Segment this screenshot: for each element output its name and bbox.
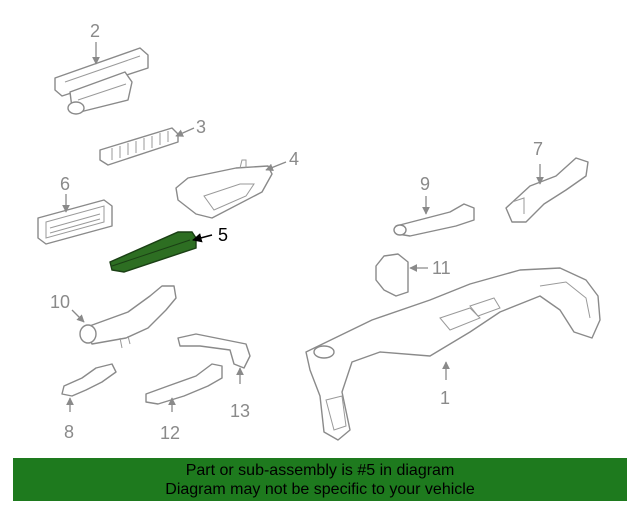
leader-3 xyxy=(175,127,195,137)
part-2-defrost-duct xyxy=(54,47,149,115)
leader-5 xyxy=(192,233,213,243)
part-10-bent-duct xyxy=(79,285,177,349)
part-1-main-duct xyxy=(305,267,601,441)
callout-9: 9 xyxy=(420,174,430,194)
callout-7: 7 xyxy=(533,139,543,159)
callout-1: 1 xyxy=(440,388,450,408)
banner-line-1: Part or sub-assembly is #5 in diagram xyxy=(185,462,455,479)
callout-2: 2 xyxy=(90,21,100,41)
callout-8: 8 xyxy=(64,422,74,442)
callout-11: 11 xyxy=(432,258,451,278)
banner-line-2: Diagram may not be specific to your vehi… xyxy=(165,481,475,498)
part-9-outlet-tube xyxy=(393,203,475,237)
callout-13: 13 xyxy=(230,401,250,421)
callout-3: 3 xyxy=(196,117,206,137)
leader-10 xyxy=(71,309,85,323)
part-4-side-outlet xyxy=(175,159,273,219)
part-12-floor-duct xyxy=(145,363,223,405)
part-8-floor-duct xyxy=(61,363,117,397)
callout-6: 6 xyxy=(60,174,70,194)
part-3-vent-grille xyxy=(99,127,179,166)
leader-4 xyxy=(265,161,287,172)
part-11-elbow xyxy=(375,253,409,297)
callout-5: 5 xyxy=(218,225,228,245)
callout-10: 10 xyxy=(50,292,70,312)
callout-12: 12 xyxy=(160,423,180,443)
callout-4: 4 xyxy=(289,149,299,169)
part-5-duct-highlighted xyxy=(109,231,197,273)
part-7-side-duct xyxy=(505,157,589,223)
part-6-vent-bezel xyxy=(37,199,113,245)
part-13-duct xyxy=(177,333,251,369)
info-banner: Part or sub-assembly is #5 in diagram Di… xyxy=(13,458,627,501)
